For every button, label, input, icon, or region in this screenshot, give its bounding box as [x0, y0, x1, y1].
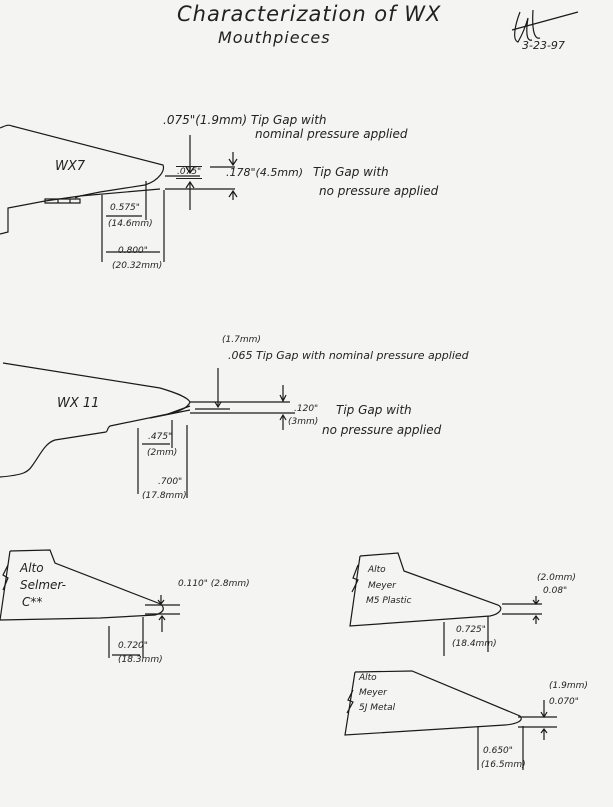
- page-subtitle: Mouthpieces: [218, 28, 331, 47]
- meyer-5j-facing: 0.650": [483, 746, 513, 756]
- meyer-5j-line-1: Alto: [359, 673, 377, 683]
- wx7-open-gap: .178"(4.5mm): [226, 166, 304, 179]
- wx11-facing-long-mm: (17.8mm): [142, 491, 187, 501]
- meyer-5j-gap-mm: (1.9mm): [549, 681, 588, 691]
- wx11-open-gap: .120": [294, 404, 319, 414]
- meyer-m5-gap-mm: (2.0mm): [537, 573, 576, 583]
- meyer-m5-gap: 0.08": [543, 586, 568, 596]
- meyer-m5-facing: 0.725": [456, 625, 486, 635]
- wx7-facing-short-mm: (14.6mm): [108, 219, 153, 229]
- selmer-facing: 0.720": [118, 641, 148, 651]
- selmer-facing-mm: (18.3mm): [118, 655, 163, 665]
- meyer-5j-facing-mm: (16.5mm): [481, 760, 526, 770]
- wx11-nominal-gap: .065 Tip Gap with nominal pressure appli…: [228, 349, 469, 362]
- wx7-nominal-gap-note: nominal pressure applied: [255, 127, 408, 141]
- wx11-label: WX 11: [57, 396, 100, 411]
- wx7-open-label-1: Tip Gap with: [313, 165, 389, 179]
- wx11-open-label-1: Tip Gap with: [336, 403, 412, 417]
- selmer-line-2: Selmer-: [20, 578, 67, 592]
- wx7-gap-box: .075": [176, 166, 203, 179]
- meyer-m5-mouthpiece-outline: [349, 552, 542, 656]
- meyer-m5-line-2: Meyer: [368, 581, 396, 591]
- meyer-5j-gap: 0.070": [549, 697, 579, 707]
- meyer-m5-facing-mm: (18.4mm): [452, 639, 497, 649]
- meyer-m5-line-1: Alto: [368, 565, 386, 575]
- wx11-facing-long: .700": [158, 477, 183, 487]
- selmer-line-3: C**: [22, 595, 43, 609]
- meyer-5j-line-3: 5J Metal: [359, 703, 396, 713]
- page-title: Characterization of WX: [177, 2, 442, 26]
- wx11-open-label-2: no pressure applied: [322, 423, 442, 437]
- date: 3-23-97: [522, 39, 565, 52]
- wx11-dimension-lines: [137, 368, 287, 498]
- wx11-facing-short-mm: (2mm): [147, 448, 178, 458]
- selmer-gap: 0.110" (2.8mm): [178, 579, 250, 589]
- wx7-dimension-lines: [101, 135, 238, 262]
- selmer-line-1: Alto: [20, 561, 44, 575]
- wx11-mouthpiece-outline: [0, 362, 295, 478]
- signature-mark: [511, 9, 579, 43]
- wx7-open-label-2: no pressure applied: [319, 184, 439, 198]
- meyer-5j-line-2: Meyer: [359, 688, 387, 698]
- meyer-m5-line-3: M5 Plastic: [366, 596, 412, 606]
- wx7-mouthpiece-outline: [0, 124, 235, 235]
- meyer-5j-mouthpiece-outline: [344, 670, 557, 770]
- wx11-nominal-mm: (1.7mm): [222, 335, 261, 345]
- wx7-facing-short: 0.575": [110, 203, 140, 213]
- wx7-facing-long-mm: (20.32mm): [112, 261, 163, 271]
- wx7-facing-long: 0.800": [118, 246, 148, 256]
- wx11-open-mm: (3mm): [288, 417, 319, 427]
- wx7-label: WX7: [55, 159, 86, 174]
- wx7-nominal-gap: .075"(1.9mm) Tip Gap with: [163, 113, 327, 127]
- selmer-mouthpiece-outline: [0, 549, 180, 658]
- wx11-facing-short: .475": [148, 432, 173, 442]
